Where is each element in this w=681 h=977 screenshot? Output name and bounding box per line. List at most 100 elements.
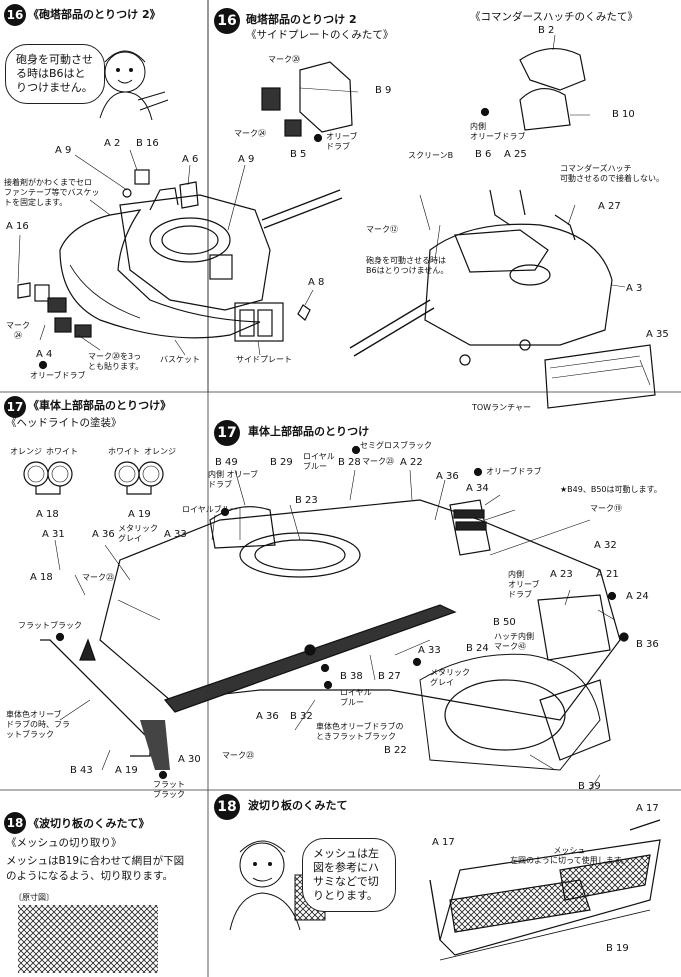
note-line: ブルー bbox=[303, 462, 327, 471]
part-label: B 36 bbox=[636, 639, 659, 650]
wave-plate-drawing bbox=[429, 819, 661, 961]
paint-color-label: セミグロスブラック bbox=[360, 441, 432, 450]
part-label: A 19 bbox=[128, 509, 151, 520]
paint-color-label: ロイヤルブルー bbox=[182, 505, 238, 514]
basket-note: 接着剤がかわくまでセロ ファンテープ等でバスケッ トを固定します。 bbox=[4, 178, 100, 208]
section-title: 《波切り板のくみたて》 bbox=[28, 817, 150, 830]
part-name-label: スクリーンB bbox=[408, 151, 454, 160]
marking-label: マーク㉓ bbox=[222, 751, 254, 760]
note-line: 左図のように切って使用します。 bbox=[510, 856, 629, 865]
commander-hatch-drawing bbox=[480, 34, 590, 131]
note-line: トを固定します。 bbox=[4, 198, 68, 207]
part-label: A 17 bbox=[432, 837, 455, 848]
note-line: ロイヤル bbox=[303, 452, 335, 461]
part-name-label: サイドプレート bbox=[236, 355, 292, 364]
note-line: 接着剤がかわくまでセロ bbox=[4, 178, 92, 187]
bubble-line: りつけません。 bbox=[16, 81, 93, 94]
bubble-line: 図を参考にハ bbox=[313, 861, 379, 874]
note-line: ファンテープ等でバスケッ bbox=[4, 188, 100, 197]
section-subtitle: 《コマンダースハッチのくみたて》 bbox=[470, 11, 638, 23]
part-label: A 16 bbox=[6, 221, 29, 232]
note-line: B6はとりつけません。 bbox=[366, 266, 449, 275]
marking-label: ハッチ内側 マーク㊸ bbox=[494, 632, 534, 652]
mechanic-figure-1 bbox=[99, 50, 169, 121]
step-number-17: 17 bbox=[4, 396, 26, 418]
paint-color-label: 車体色オリーブドラブの ときフラットブラック bbox=[316, 722, 404, 742]
step-number-16: 16 bbox=[214, 8, 240, 34]
part-label: B 50 bbox=[493, 617, 516, 628]
paint-color-label: ホワイト bbox=[46, 447, 78, 456]
movable-note: ★B49、B50は可動します。 bbox=[560, 485, 662, 494]
part-label: A 18 bbox=[30, 572, 53, 583]
speech-bubble: メッシュは左 図を参考にハ サミなどで切 りとります。 bbox=[302, 838, 396, 912]
part-label: A 32 bbox=[594, 540, 617, 551]
bubble-line: メッシュは左 bbox=[313, 847, 379, 860]
part-label: B 43 bbox=[70, 765, 93, 776]
step-number-18: 18 bbox=[214, 794, 240, 820]
paint-color-label: オリーブドラブ bbox=[486, 467, 542, 476]
paint-color-label: ホワイト bbox=[108, 447, 140, 456]
marking-label: マーク⑫ bbox=[366, 225, 398, 234]
part-label: A 22 bbox=[400, 457, 423, 468]
part-label: A 33 bbox=[418, 645, 441, 656]
step-number-16: 16 bbox=[4, 4, 26, 26]
paint-color-label: メタリック グレイ bbox=[430, 668, 470, 688]
note-line: 内側 bbox=[470, 122, 486, 131]
part-label: B 2 bbox=[538, 25, 555, 36]
section-subtitle: 《サイドプレートのくみたて》 bbox=[246, 29, 394, 41]
part-label: B 28 bbox=[338, 457, 361, 468]
body-line: のようになるよう、切り取ります。 bbox=[6, 870, 173, 882]
part-label: B 39 bbox=[578, 781, 601, 792]
part-label: B 9 bbox=[375, 85, 392, 96]
note-line: ドラブの時、フラ bbox=[6, 720, 70, 729]
mesh-note: メッシュ 左図のように切って使用します。 bbox=[510, 846, 629, 866]
note-line: ハッチ内側 bbox=[494, 632, 534, 641]
part-label: A 4 bbox=[36, 349, 53, 360]
part-label: A 33 bbox=[164, 529, 187, 540]
side-plate-drawing bbox=[261, 61, 359, 143]
note-line: メタリック bbox=[118, 524, 158, 533]
part-label: B 27 bbox=[378, 671, 401, 682]
note-line: 内側 bbox=[508, 570, 524, 579]
part-label: A 19 bbox=[115, 765, 138, 776]
marking-label: マーク bbox=[6, 321, 30, 330]
part-label: A 36 bbox=[92, 529, 115, 540]
mesh-scale-pattern bbox=[18, 905, 158, 973]
part-label: A 9 bbox=[238, 154, 255, 165]
part-label: B 32 bbox=[290, 711, 313, 722]
paint-color-label: ロイヤル ブルー bbox=[303, 452, 335, 472]
part-label: A 35 bbox=[646, 329, 669, 340]
note-line: ときフラットブラック bbox=[316, 732, 396, 741]
note-line: マーク㊸ bbox=[494, 642, 526, 651]
part-label: B 29 bbox=[270, 457, 293, 468]
part-label: A 31 bbox=[42, 529, 65, 540]
hatch-note: コマンダーズハッチ 可動させるので接着しない。 bbox=[560, 164, 664, 184]
part-label: B 49 bbox=[215, 457, 238, 468]
part-label: A 36 bbox=[256, 711, 279, 722]
note-line: 車体色オリーブ bbox=[6, 710, 62, 719]
step-number-17: 17 bbox=[214, 420, 240, 446]
part-label: A 3 bbox=[626, 283, 643, 294]
note-line: フラット bbox=[153, 780, 185, 789]
part-label: A 2 bbox=[104, 138, 121, 149]
note-line: メタリック bbox=[430, 668, 470, 677]
turret-basket-drawing bbox=[17, 149, 343, 370]
section-title: 《車体上部部品のとりつけ》 bbox=[28, 399, 172, 412]
note-line: グレイ bbox=[430, 678, 454, 687]
note-line: ブラック bbox=[153, 790, 185, 799]
paint-color-label: オレンジ bbox=[10, 447, 42, 456]
bubble-line: サミなどで切 bbox=[313, 875, 379, 888]
part-label: B 38 bbox=[340, 671, 363, 682]
barrel-note: 砲身を可動させる時は B6はとりつけません。 bbox=[366, 256, 448, 276]
paint-color-label: オリーブドラブ bbox=[30, 371, 86, 380]
bubble-line: る時はB6はと bbox=[16, 67, 86, 80]
paint-color-label: フラットブラック bbox=[18, 621, 82, 630]
part-label: A 6 bbox=[182, 154, 199, 165]
section-subtitle: 《メッシュの切り取り》 bbox=[6, 837, 122, 849]
section-title: 《砲塔部品のとりつけ 2》 bbox=[28, 8, 161, 21]
paint-color-label: 内側 オリーブ ドラブ bbox=[508, 570, 540, 600]
part-label: B 22 bbox=[384, 745, 407, 756]
part-label: A 8 bbox=[308, 277, 325, 288]
paint-color-label: オリーブ ドラブ bbox=[326, 132, 358, 152]
note-line: とも貼ります。 bbox=[88, 362, 144, 371]
